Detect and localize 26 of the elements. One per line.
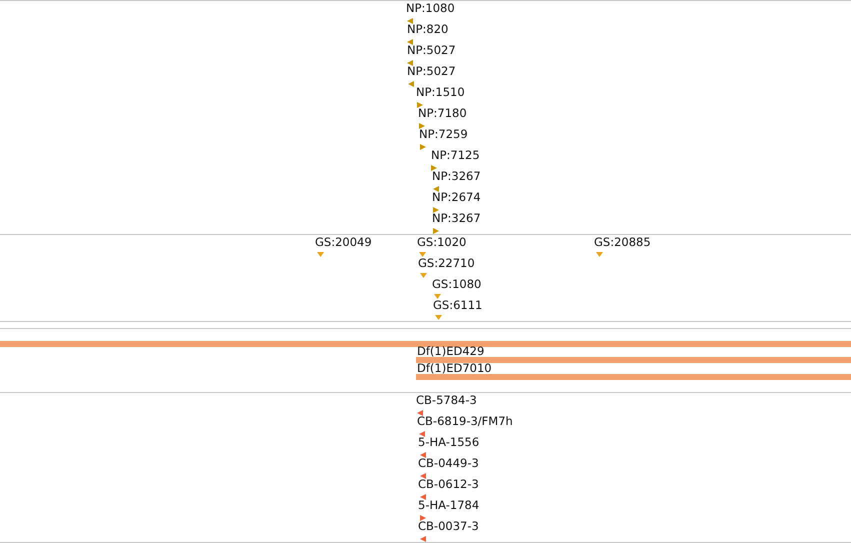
feature-label: 5-HA-1556 [418, 436, 480, 449]
feature-label: CB-5784-3 [416, 394, 477, 407]
feature-label: CB-0037-3 [418, 520, 479, 533]
feature-label: GS:1080 [432, 278, 482, 291]
feature-label: GS:6111 [433, 299, 482, 312]
feature-label: GS:20885 [594, 236, 651, 249]
feature-label: NP:1080 [406, 2, 455, 15]
feature-label: CB-6819-3/FM7h [417, 415, 513, 428]
feature-label: NP:1510 [416, 86, 465, 99]
feature-label: NP:820 [407, 23, 448, 36]
feature-label: NP:2674 [432, 191, 481, 204]
feature-label: 5-HA-1784 [418, 499, 480, 512]
feature-label: NP:5027 [407, 44, 456, 57]
feature-label: Df(1)ED7010 [417, 362, 492, 375]
feature-label: GS:20049 [315, 236, 372, 249]
feature-label: CB-0449-3 [418, 457, 479, 470]
feature-label: NP:3267 [432, 170, 481, 183]
feature-label: NP:7180 [418, 107, 467, 120]
feature-label: NP:3267 [432, 212, 481, 225]
feature-label: GS:1020 [417, 236, 466, 249]
feature-label: NP:7125 [431, 149, 480, 162]
feature-label: CB-0612-3 [418, 478, 479, 491]
feature-label: GS:22710 [418, 257, 475, 270]
feature-label: NP:7259 [419, 128, 468, 141]
feature-label: Df(1)ED429 [417, 345, 484, 358]
feature-label: NP:5027 [407, 65, 456, 78]
